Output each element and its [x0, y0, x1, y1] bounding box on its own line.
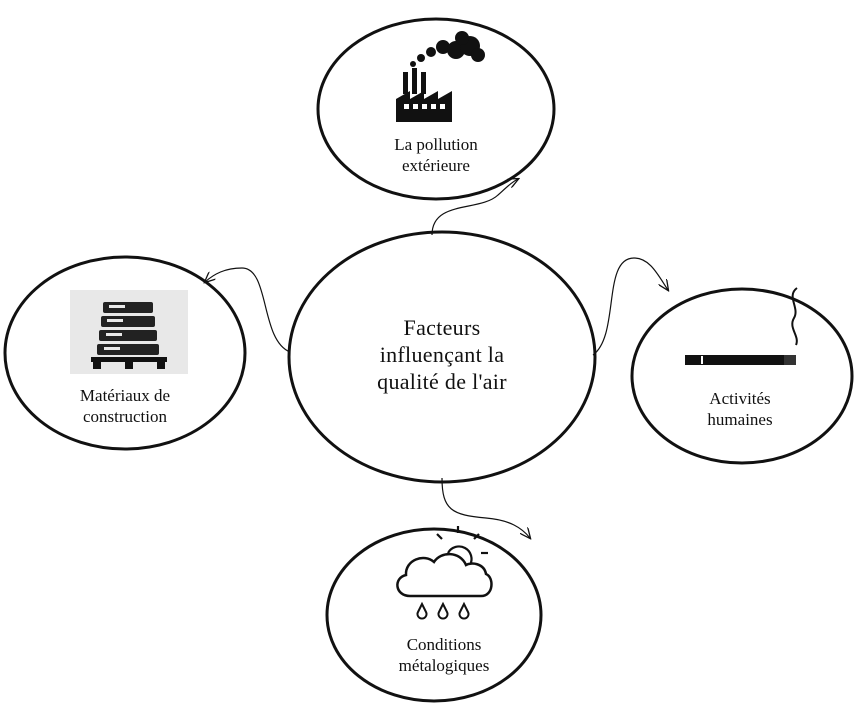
left-node-label: Matériaux de construction	[45, 385, 205, 427]
bottom-node-label: Conditions métalogiques	[374, 634, 514, 676]
top-node-label-line: La pollution	[394, 135, 478, 154]
right-node-circle	[630, 287, 854, 465]
cigarette-smoke-icon	[685, 287, 798, 365]
center-label-line: qualité de l'air	[377, 369, 507, 394]
top-node-label: La pollution extérieure	[366, 134, 506, 176]
connector-to-right	[592, 257, 668, 356]
left-node-circle	[3, 255, 247, 451]
right-node-label: Activités humaines	[680, 388, 800, 430]
stacked-sacks-pallet-icon	[70, 290, 188, 374]
bottom-node-circle	[325, 527, 543, 703]
bottom-node-label-line: Conditions	[406, 635, 482, 654]
left-node-label-line: Matériaux de	[79, 386, 171, 405]
left-node-label-line: construction	[82, 407, 168, 426]
right-node-label-line: Activités	[709, 389, 771, 408]
top-node-circle	[316, 17, 556, 201]
top-node-label-line: extérieure	[402, 156, 470, 175]
factory-smoke-icon	[396, 31, 485, 122]
right-node-label-line: humaines	[707, 410, 773, 429]
center-label: Facteurs influençant la qualité de l'air	[342, 314, 542, 395]
center-label-line: Facteurs	[403, 315, 481, 340]
connector-to-left	[205, 267, 291, 353]
center-label-line: influençant la	[379, 342, 505, 367]
cloud-rain-sun-icon	[396, 526, 493, 620]
connector-to-bottom	[441, 477, 530, 538]
connector-to-top	[431, 179, 518, 236]
bottom-node-label-line: métalogiques	[398, 656, 490, 675]
